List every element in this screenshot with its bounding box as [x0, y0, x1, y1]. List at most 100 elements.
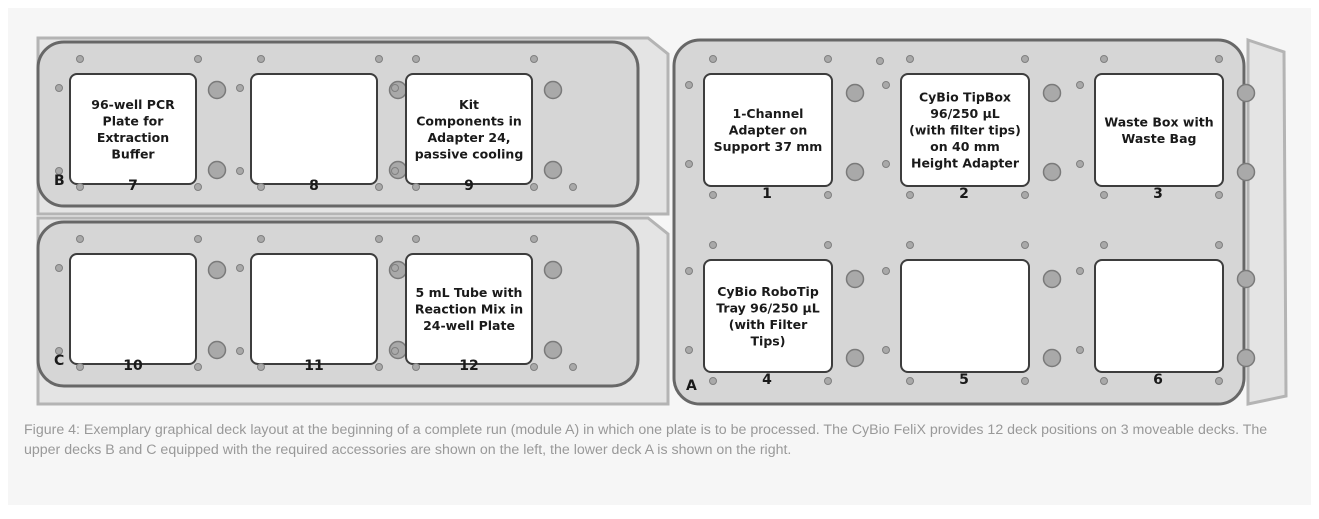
locating-pin	[207, 160, 227, 180]
mounting-hole	[709, 191, 717, 199]
slot-12-label-line: Reaction Mix in	[415, 302, 523, 317]
mounting-hole	[906, 241, 914, 249]
slot-2-number: 2	[959, 186, 969, 202]
slot-4-label-line: CyBio RoboTip	[717, 284, 819, 299]
locating-pin	[543, 340, 563, 360]
slot-7-label-line: Extraction	[97, 130, 169, 145]
mounting-hole	[685, 346, 693, 354]
mounting-hole	[824, 377, 832, 385]
mounting-hole	[412, 55, 420, 63]
slot-1-label-line: 1-Channel	[733, 106, 804, 121]
slot-4-label-line: Tips)	[751, 333, 786, 348]
locating-pin	[1236, 162, 1256, 182]
slot-9-label-line: Components in	[416, 113, 522, 128]
mounting-hole	[55, 347, 63, 355]
locating-pin	[1042, 348, 1062, 368]
mounting-hole	[1215, 191, 1223, 199]
mounting-hole	[391, 347, 399, 355]
locating-pin	[543, 260, 563, 280]
slot-10-box	[69, 253, 197, 365]
mounting-hole	[1076, 267, 1084, 275]
slot-9-number: 9	[464, 178, 474, 194]
slot-12-label-line: 5 mL Tube with	[416, 285, 523, 300]
locating-pin	[845, 162, 865, 182]
slot-8-number: 8	[309, 178, 319, 194]
mounting-hole	[236, 264, 244, 272]
mounting-hole	[1215, 241, 1223, 249]
slot-7-box	[69, 73, 197, 185]
slot-5-box	[900, 259, 1030, 373]
mounting-hole	[906, 55, 914, 63]
mounting-hole	[1076, 81, 1084, 89]
mounting-hole	[375, 183, 383, 191]
mounting-hole	[1100, 55, 1108, 63]
mounting-hole	[882, 160, 890, 168]
mounting-hole	[412, 235, 420, 243]
mounting-hole	[257, 235, 265, 243]
mounting-hole	[257, 363, 265, 371]
slot-1-label-line: Adapter on	[729, 123, 807, 138]
slot-2-box	[900, 73, 1030, 187]
mounting-hole	[569, 363, 577, 371]
mounting-hole	[824, 241, 832, 249]
mounting-hole	[1100, 191, 1108, 199]
slot-7-number: 7	[128, 178, 138, 194]
locating-pin	[1042, 269, 1062, 289]
mounting-hole	[391, 84, 399, 92]
slot-2-label-line: 96/250 µL	[930, 106, 1000, 121]
slot-3-number: 3	[1153, 186, 1163, 202]
slot-2-label-line: CyBio TipBox	[919, 90, 1011, 105]
slot-3-label-line: Waste Box with	[1104, 114, 1213, 129]
locating-pin	[1042, 83, 1062, 103]
mounting-hole	[1215, 377, 1223, 385]
slot-7-label-line: 96-well PCR	[91, 97, 175, 112]
mounting-hole	[76, 235, 84, 243]
mounting-hole	[375, 55, 383, 63]
deck-letter-b: B	[54, 173, 65, 189]
mounting-hole	[1100, 241, 1108, 249]
slot-2-label-line: (with filter tips)	[909, 123, 1021, 138]
mounting-hole	[824, 55, 832, 63]
slot-12-label-line: 24-well Plate	[423, 318, 515, 333]
slot-4-number: 4	[762, 372, 772, 388]
slot-2-label-line: Height Adapter	[911, 156, 1020, 171]
mounting-hole	[412, 183, 420, 191]
slot-3-box	[1094, 73, 1224, 187]
slot-1-number: 1	[762, 186, 772, 202]
mounting-hole	[375, 363, 383, 371]
locating-pin	[543, 160, 563, 180]
slot-1-label-line: Support 37 mm	[714, 139, 823, 154]
mounting-hole	[375, 235, 383, 243]
mounting-hole	[530, 55, 538, 63]
mounting-hole	[391, 264, 399, 272]
locating-pin	[207, 340, 227, 360]
slot-5-number: 5	[959, 372, 969, 388]
deck-letter-c: C	[54, 353, 64, 369]
mounting-hole	[1021, 377, 1029, 385]
mounting-hole	[1215, 55, 1223, 63]
mounting-hole	[709, 55, 717, 63]
mounting-hole	[882, 346, 890, 354]
mounting-hole	[1076, 160, 1084, 168]
locating-pin	[1042, 162, 1062, 182]
mounting-hole	[709, 241, 717, 249]
mounting-hole	[824, 191, 832, 199]
slot-11-box	[250, 253, 378, 365]
locating-pin	[207, 260, 227, 280]
mounting-hole	[906, 377, 914, 385]
locating-pin	[207, 80, 227, 100]
mounting-hole	[257, 183, 265, 191]
locating-pin	[543, 80, 563, 100]
slot-7-label-line: Plate for	[103, 113, 165, 128]
slot-1-box	[703, 73, 833, 187]
slot-7-label-line: Buffer	[111, 146, 155, 161]
locating-pin	[845, 348, 865, 368]
slot-12-number: 12	[459, 358, 478, 374]
mounting-hole	[882, 267, 890, 275]
slot-9-label-line: Adapter 24,	[427, 130, 510, 145]
